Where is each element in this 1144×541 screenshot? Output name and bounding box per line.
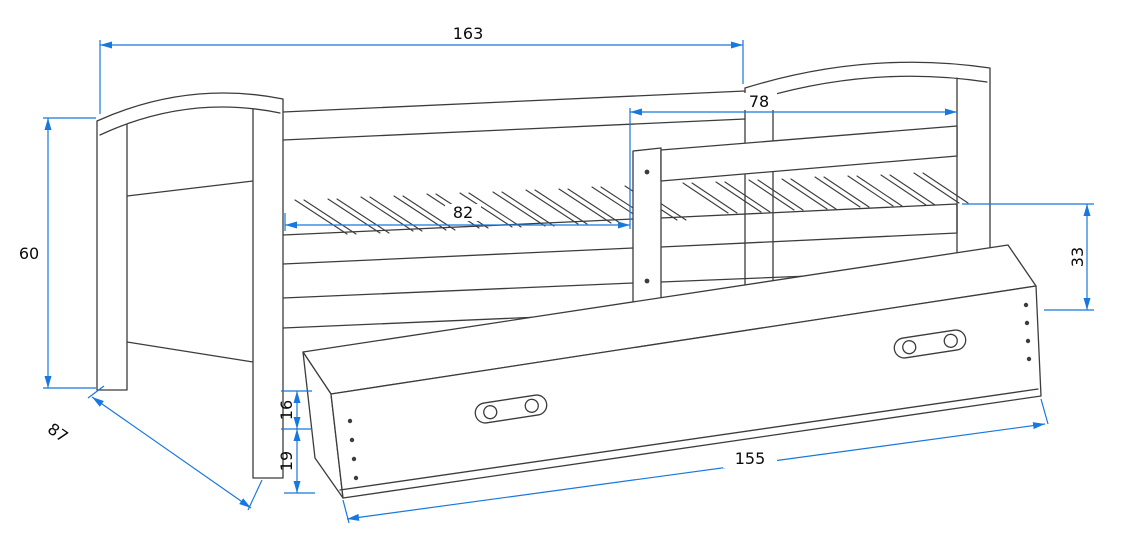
front-rail: [282, 203, 958, 265]
dimension-label-opening-width: 78: [749, 92, 769, 111]
dimension-label-bed-depth: 87: [44, 419, 72, 446]
dimension-label-rail-section-length: 82: [453, 203, 473, 222]
back-rail: [282, 90, 746, 141]
dimension-rail-section-length: 82: [284, 203, 630, 231]
dimension-drawer-length: 155: [342, 398, 1049, 524]
dimension-side-rail-height: 33: [962, 203, 1094, 311]
dimension-overall-length: 163: [99, 24, 744, 114]
dimension-bed-depth: 87: [44, 385, 263, 511]
dimension-opening-width: 78: [629, 92, 957, 229]
guard-rail: [632, 125, 958, 319]
headboard: [96, 92, 284, 479]
bed-drawing: [96, 61, 1042, 499]
dimension-label-drawer-length: 155: [735, 449, 766, 468]
slat-group-right: [682, 172, 969, 214]
dimension-label-side-rail-height: 33: [1068, 247, 1087, 267]
drawer-handle-right: [893, 329, 967, 359]
dimension-drawer-front-height: 19: [277, 429, 315, 494]
dimension-label-base-clearance: 16: [277, 400, 296, 420]
slat-group-left: [294, 185, 687, 235]
dimension-base-clearance: 16: [277, 390, 312, 430]
dimension-headboard-height: 60: [19, 117, 96, 389]
drawer: [302, 244, 1042, 499]
dimension-label-drawer-front-height: 19: [277, 451, 296, 471]
footboard: [744, 61, 991, 332]
dimension-label-overall-length: 163: [453, 24, 484, 43]
dimension-label-headboard-height: 60: [19, 244, 39, 263]
drawer-handle-left: [474, 394, 548, 424]
